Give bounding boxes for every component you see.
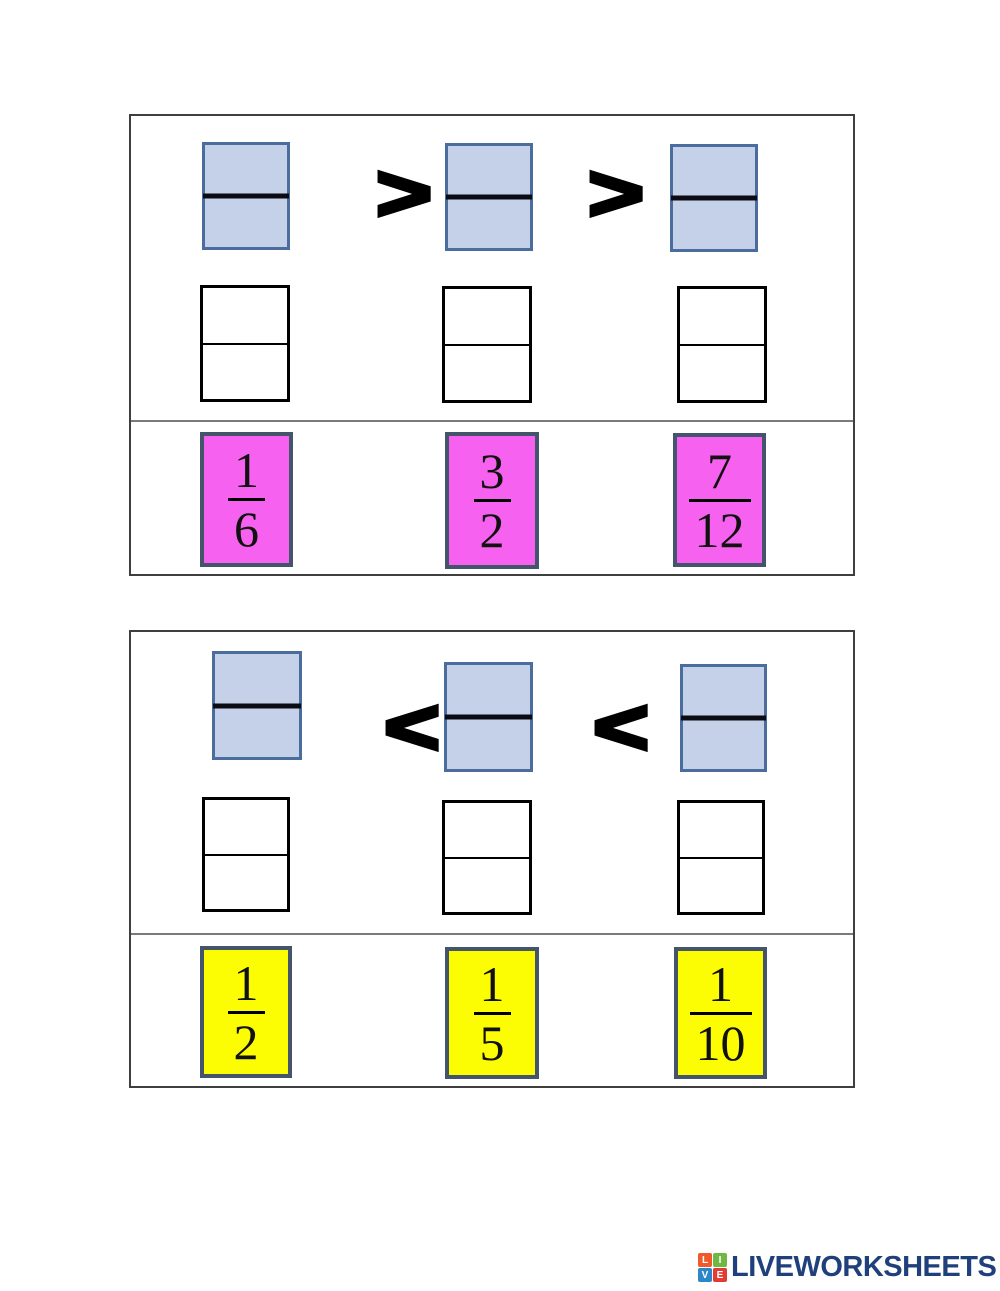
fraction-answer-box[interactable] (202, 797, 290, 912)
fraction-bar (473, 1011, 511, 1015)
fraction-bar (680, 856, 765, 859)
fraction-value: 1 6 (228, 442, 265, 557)
fraction-model-box (680, 664, 767, 772)
fraction-numerator: 1 (234, 442, 259, 498)
fraction-model-box (212, 651, 302, 760)
fraction-bar (473, 499, 511, 502)
fraction-value: 1 5 (473, 955, 511, 1071)
fraction-answer-box[interactable] (442, 800, 532, 915)
fraction-model-box (670, 144, 758, 252)
fraction-value: 1 2 (227, 954, 265, 1070)
fraction-card-1-10[interactable]: 1 10 (674, 947, 767, 1079)
fraction-card-1-5[interactable]: 1 5 (445, 947, 539, 1079)
logo-block-e: E (713, 1268, 727, 1282)
fraction-bar (681, 715, 766, 721)
fraction-card-3-2[interactable]: 3 2 (445, 432, 539, 569)
greater-than-icon: > (373, 149, 434, 238)
fraction-model-box (202, 142, 290, 250)
less-than-symbol: < (585, 683, 657, 772)
liveworksheets-logo-icon: L I V E (698, 1253, 727, 1282)
logo-block-l: L (698, 1253, 712, 1267)
less-than-symbol: < (376, 683, 448, 772)
fraction-denominator: 12 (694, 501, 745, 558)
fraction-bar (213, 703, 301, 708)
fraction-bar (689, 1011, 752, 1015)
fraction-answer-box[interactable] (200, 285, 290, 402)
fraction-numerator: 1 (233, 954, 259, 1011)
fraction-bar (227, 1010, 265, 1014)
card-tray-divider (131, 420, 853, 422)
fraction-bar (445, 714, 532, 720)
fraction-bar (445, 343, 532, 346)
exercise-2-panel: < < 1 2 (129, 630, 855, 1088)
fraction-model-box (444, 662, 533, 772)
fraction-numerator: 1 (479, 955, 505, 1012)
fraction-denominator: 2 (233, 1013, 259, 1070)
fraction-model-box (445, 143, 533, 251)
fraction-card-1-6[interactable]: 1 6 (200, 432, 293, 567)
fraction-value: 3 2 (473, 443, 511, 558)
fraction-bar (671, 195, 757, 201)
fraction-denominator: 10 (695, 1014, 746, 1071)
less-than-icon: < (381, 683, 442, 772)
logo-block-i: I (713, 1253, 727, 1267)
fraction-bar (688, 498, 751, 502)
fraction-answer-box[interactable] (442, 286, 532, 403)
liveworksheets-logo[interactable]: L I V E LIVEWORKSHEETS (698, 1251, 997, 1284)
logo-block-v: V (698, 1268, 712, 1282)
fraction-card-1-2[interactable]: 1 2 (200, 946, 292, 1078)
fraction-bar (228, 498, 265, 501)
fraction-numerator: 3 (479, 443, 505, 499)
fraction-card-7-12[interactable]: 7 12 (673, 433, 766, 567)
greater-than-symbol: > (580, 149, 652, 238)
less-than-icon: < (590, 683, 651, 772)
fraction-bar (203, 193, 289, 199)
fraction-value: 1 10 (689, 955, 752, 1071)
brand-wordmark: LIVEWORKSHEETS (731, 1251, 997, 1283)
greater-than-icon: > (585, 149, 646, 238)
fraction-answer-box[interactable] (677, 800, 765, 915)
fraction-numerator: 1 (708, 955, 733, 1012)
fraction-bar (446, 194, 532, 200)
fraction-bar (445, 856, 532, 859)
fraction-bar (680, 343, 767, 346)
card-tray-divider (131, 933, 853, 935)
fraction-value: 7 12 (688, 442, 751, 558)
fraction-numerator: 7 (707, 442, 732, 499)
fraction-answer-box[interactable] (677, 286, 767, 403)
fraction-denominator: 5 (479, 1014, 505, 1071)
fraction-bar (205, 853, 290, 856)
greater-than-symbol: > (368, 149, 440, 238)
exercise-1-panel: > > 1 6 (129, 114, 855, 576)
fraction-denominator: 6 (234, 501, 259, 557)
fraction-denominator: 2 (479, 502, 505, 558)
fraction-bar (203, 342, 290, 345)
